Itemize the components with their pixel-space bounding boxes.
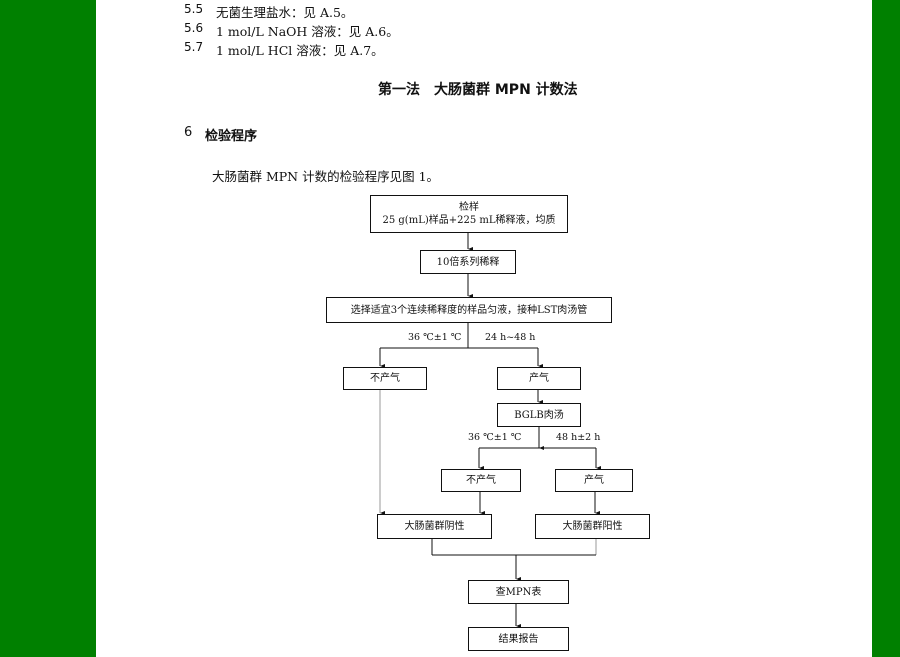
report-box: 结果报告 xyxy=(468,627,569,651)
section-title: 检验程序 xyxy=(205,129,258,144)
sample-title: 检样 xyxy=(459,202,479,213)
item-num: 5.7 xyxy=(184,40,204,54)
negative-box: 大肠菌群阴性 xyxy=(377,514,492,539)
sample-box: 检样 25 g(mL)样品+225 mL稀释液，均质 xyxy=(370,195,568,233)
item-text: 1 mol/L NaOH 溶液：见 A.6。 xyxy=(216,24,399,39)
inoculate-box: 选择适宜3个连续稀释度的样品匀液，接种LST肉汤管 xyxy=(326,297,612,323)
intro-paragraph: 大肠菌群 MPN 计数的检验程序见图 1。 xyxy=(212,169,440,184)
bglb-box: BGLB肉汤 xyxy=(497,403,581,427)
cond1-temp-label: 36 ℃±1 ℃ xyxy=(408,332,462,343)
item-num: 5.5 xyxy=(184,2,204,16)
item-text: 无菌生理盐水：见 A.5。 xyxy=(216,5,354,20)
positive-box: 大肠菌群阳性 xyxy=(535,514,650,539)
left-border xyxy=(0,0,96,657)
cond2-time-label: 48 h±2 h xyxy=(556,432,601,443)
cond1-time-label: 24 h~48 h xyxy=(485,332,536,343)
no-gas-box-1: 不产气 xyxy=(343,367,427,390)
method-title: 第一法 大肠菌群 MPN 计数法 xyxy=(378,82,578,98)
sample-desc: 25 g(mL)样品+225 mL稀释液，均质 xyxy=(382,215,556,226)
dilution-box: 10倍系列稀释 xyxy=(420,250,516,274)
gas-box-1: 产气 xyxy=(497,367,581,390)
mpn-table-box: 查MPN表 xyxy=(468,580,569,604)
no-gas-box-2: 不产气 xyxy=(441,469,521,492)
item-num: 5.6 xyxy=(184,21,204,35)
item-text: 1 mol/L HCl 溶液：见 A.7。 xyxy=(216,43,384,58)
gas-box-2: 产气 xyxy=(555,469,633,492)
right-border xyxy=(872,0,900,657)
cond2-temp-label: 36 ℃±1 ℃ xyxy=(468,432,522,443)
section-number: 6 xyxy=(184,125,193,140)
